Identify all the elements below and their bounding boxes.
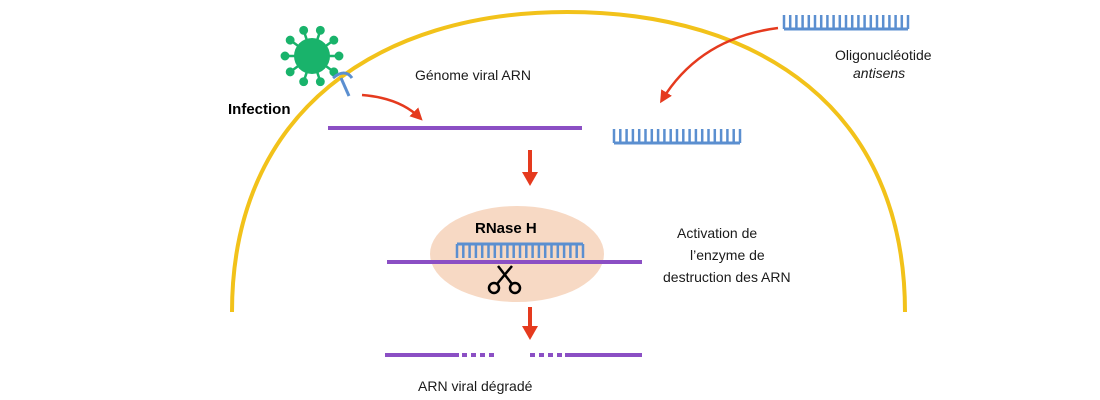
oligonucleotide-label: Oligonucléotide: [835, 47, 932, 63]
oligonucleotide-free: [782, 15, 910, 31]
oligonucleotide-type-label: antisens: [853, 65, 905, 81]
entry-arrow: [660, 26, 779, 104]
oligonucleotide-bound: [455, 242, 585, 258]
rnase-h-enzyme: [430, 206, 604, 302]
virus-icon: [280, 25, 344, 87]
activation-label-line3: destruction des ARN: [663, 269, 791, 285]
degraded-label: ARN viral dégradé: [418, 378, 533, 394]
down-arrow-2: [522, 307, 538, 340]
genome-label: Génome viral ARN: [415, 67, 531, 83]
activation-label-line2: l’enzyme de: [690, 247, 765, 263]
scissors-icon: [487, 265, 522, 295]
down-arrow-1: [522, 150, 538, 186]
infection-label: Infection: [228, 101, 291, 118]
rnase-h-label: RNase H: [475, 220, 537, 237]
activation-label-line1: Activation de: [677, 225, 757, 241]
receptor-icon: [332, 71, 354, 97]
cell-membrane: [230, 9, 907, 313]
infection-arrow: [361, 93, 423, 121]
oligonucleotide-inside: [612, 129, 742, 145]
